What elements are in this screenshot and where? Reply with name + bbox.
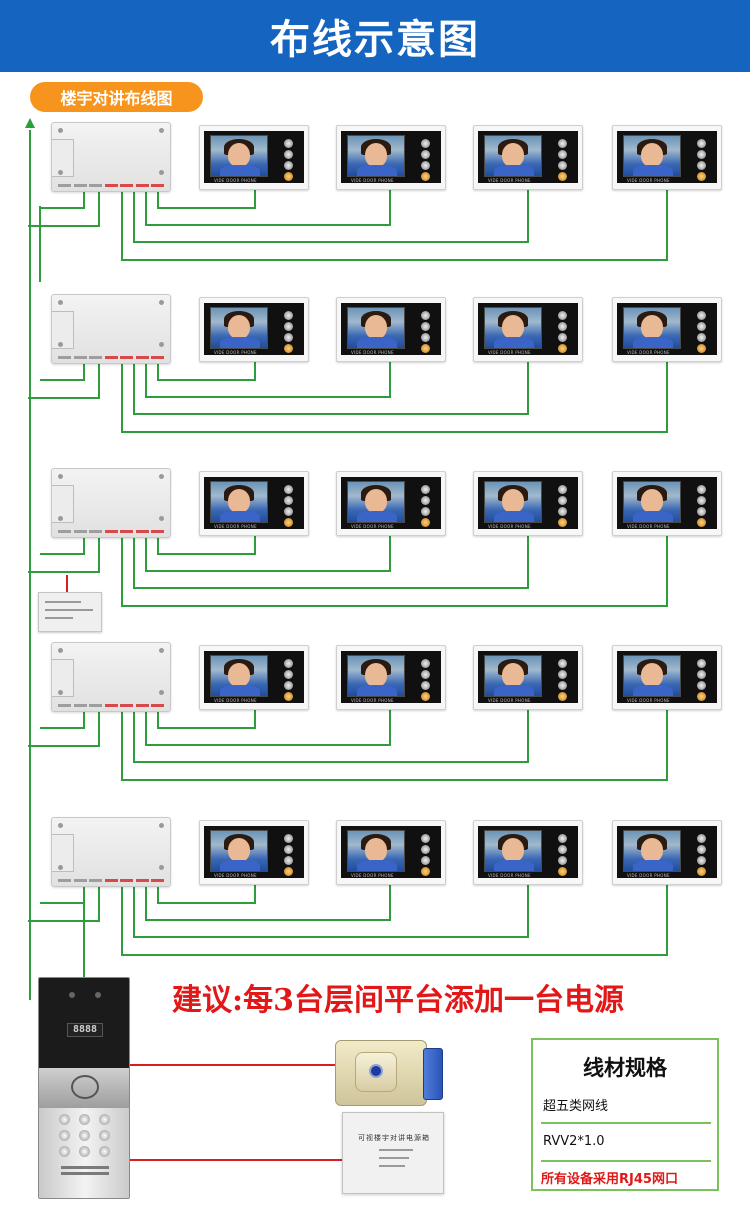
spec-divider <box>541 1160 711 1162</box>
monitor-caption: VIDE DOOR PHONE <box>214 873 257 878</box>
spec-note: 所有设备采用RJ45网口 <box>541 1172 678 1187</box>
keypad-key[interactable] <box>99 1130 110 1141</box>
monitor-caption: VIDE DOOR PHONE <box>488 698 531 703</box>
power-supply-label: 可视楼宇对讲电源箱 <box>358 1134 430 1142</box>
indoor-monitor: VIDE DOOR PHONE <box>473 297 583 362</box>
indoor-monitor: VIDE DOOR PHONE <box>612 820 722 885</box>
door-station-panel: 8888 <box>38 977 130 1199</box>
monitor-caption: VIDE DOOR PHONE <box>214 524 257 529</box>
monitor-caption: VIDE DOOR PHONE <box>627 178 670 183</box>
indoor-monitor: VIDE DOOR PHONE <box>199 645 309 710</box>
floor-switch-box <box>51 817 171 887</box>
floor-switch-box <box>51 294 171 364</box>
floor-switch-box <box>51 122 171 192</box>
monitor-caption: VIDE DOOR PHONE <box>214 178 257 183</box>
spec-item: RVV2*1.0 <box>543 1134 605 1149</box>
monitor-caption: VIDE DOOR PHONE <box>351 178 394 183</box>
recommendation-text: 建议:每3台层间平台添加一台电源 <box>172 983 624 1018</box>
rfid-icon <box>71 1075 99 1099</box>
monitor-caption: VIDE DOOR PHONE <box>627 873 670 878</box>
monitor-caption: VIDE DOOR PHONE <box>488 350 531 355</box>
indoor-monitor: VIDE DOOR PHONE <box>473 471 583 536</box>
monitor-caption: VIDE DOOR PHONE <box>214 698 257 703</box>
indoor-monitor: VIDE DOOR PHONE <box>473 125 583 190</box>
keypad-key[interactable] <box>79 1114 90 1125</box>
electric-lock <box>335 1032 445 1114</box>
monitor-caption: VIDE DOOR PHONE <box>627 698 670 703</box>
indoor-monitor: VIDE DOOR PHONE <box>199 820 309 885</box>
keypad-key[interactable] <box>99 1146 110 1157</box>
floor-switch-box <box>51 642 171 712</box>
indoor-monitor: VIDE DOOR PHONE <box>336 297 446 362</box>
indoor-monitor: VIDE DOOR PHONE <box>336 820 446 885</box>
indoor-monitor: VIDE DOOR PHONE <box>473 820 583 885</box>
main-power-supply: 可视楼宇对讲电源箱 <box>342 1112 444 1194</box>
indoor-monitor: VIDE DOOR PHONE <box>336 125 446 190</box>
door-station-display: 8888 <box>67 1023 103 1037</box>
spec-item: 超五类网线 <box>543 1099 609 1114</box>
indoor-monitor: VIDE DOOR PHONE <box>336 645 446 710</box>
spec-divider <box>541 1122 711 1124</box>
monitor-caption: VIDE DOOR PHONE <box>627 350 670 355</box>
indoor-monitor: VIDE DOOR PHONE <box>612 645 722 710</box>
page-title: 布线示意图 <box>270 17 480 63</box>
monitor-caption: VIDE DOOR PHONE <box>488 873 531 878</box>
keypad-key[interactable] <box>79 1130 90 1141</box>
floor-power-supply <box>38 592 102 632</box>
spec-title: 线材规格 <box>583 1056 667 1080</box>
monitor-caption: VIDE DOOR PHONE <box>627 524 670 529</box>
section-badge: 楼宇对讲布线图 <box>30 82 203 112</box>
header-bar: 布线示意图 <box>0 0 750 72</box>
indoor-monitor: VIDE DOOR PHONE <box>336 471 446 536</box>
monitor-caption: VIDE DOOR PHONE <box>351 873 394 878</box>
indoor-monitor: VIDE DOOR PHONE <box>612 471 722 536</box>
keypad-key[interactable] <box>59 1146 70 1157</box>
floor-switch-box <box>51 468 171 538</box>
monitor-caption: VIDE DOOR PHONE <box>488 524 531 529</box>
cable-spec-box: 线材规格 超五类网线 RVV2*1.0 所有设备采用RJ45网口 <box>531 1038 719 1191</box>
monitor-caption: VIDE DOOR PHONE <box>214 350 257 355</box>
monitor-caption: VIDE DOOR PHONE <box>351 698 394 703</box>
monitor-caption: VIDE DOOR PHONE <box>351 350 394 355</box>
keypad-key[interactable] <box>79 1146 90 1157</box>
indoor-monitor: VIDE DOOR PHONE <box>199 297 309 362</box>
indoor-monitor: VIDE DOOR PHONE <box>199 125 309 190</box>
indoor-monitor: VIDE DOOR PHONE <box>199 471 309 536</box>
arrow-up-icon <box>25 118 35 128</box>
monitor-caption: VIDE DOOR PHONE <box>488 178 531 183</box>
monitor-caption: VIDE DOOR PHONE <box>351 524 394 529</box>
keyhole-icon <box>369 1064 383 1078</box>
indoor-monitor: VIDE DOOR PHONE <box>612 297 722 362</box>
keypad-key[interactable] <box>99 1114 110 1125</box>
keypad-key[interactable] <box>59 1114 70 1125</box>
keypad-key[interactable] <box>59 1130 70 1141</box>
indoor-monitor: VIDE DOOR PHONE <box>473 645 583 710</box>
indoor-monitor: VIDE DOOR PHONE <box>612 125 722 190</box>
